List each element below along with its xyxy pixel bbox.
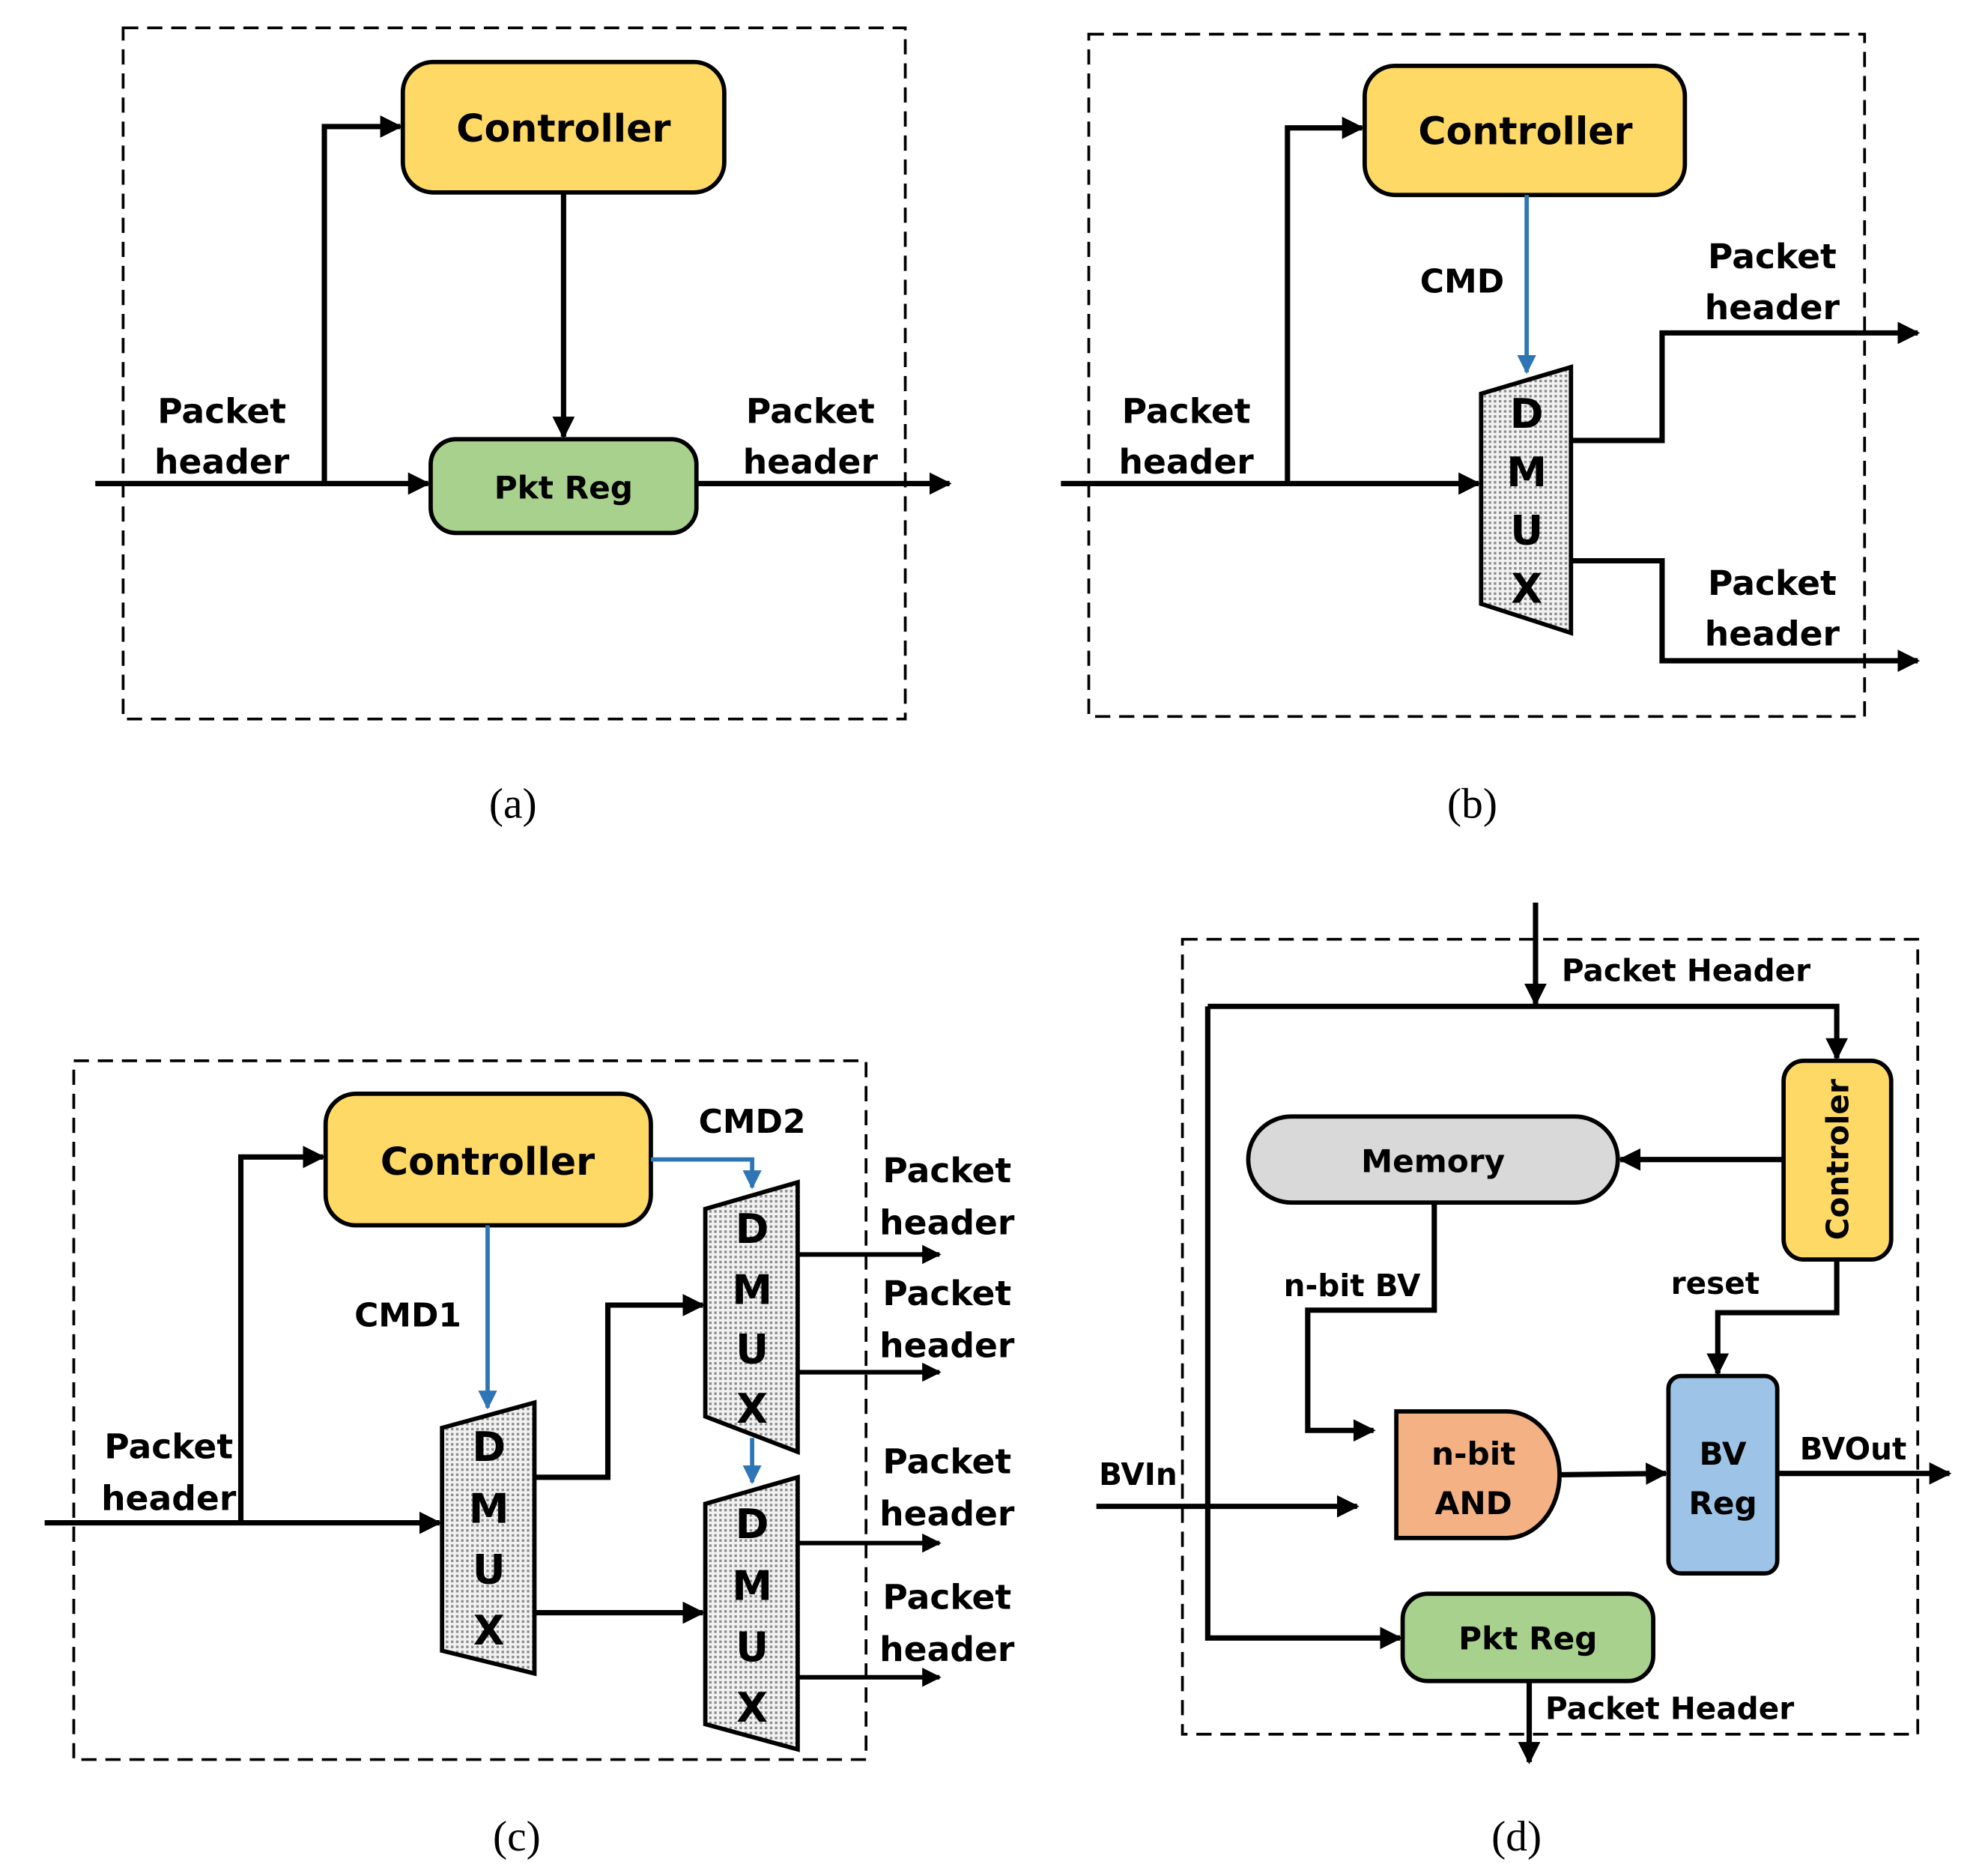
panel-d-bvout-label: BVOut [1800,1431,1907,1467]
panel-d-bvin-label: BVIn [1099,1456,1178,1492]
panel-d-memory-to-and-wire [1305,1202,1437,1442]
panel-b-boundary [1087,32,1867,718]
panel-c-output3-label-line2: header [879,1494,1015,1534]
panel-c-output2-label-line1: Packet [882,1274,1011,1313]
panel-d-caption: (d) [1491,1813,1542,1860]
panel-b-dmux-letter: X [1511,565,1542,612]
panel-a-boundary [121,26,907,721]
panel-a-controller-feed-wire [321,115,403,484]
panel-d-pkt-reg-label: Pkt Reg [1458,1621,1597,1657]
panel-c-dmux-2 [703,1179,800,1456]
panel-b-cmd-label: CMD [1420,262,1504,300]
panel-d-bv-reg-label-line2: Reg [1688,1485,1757,1522]
panel-c-dmux-2-letter: M [732,1266,772,1313]
panel-a-output-label-line2: header [743,442,879,482]
panel-a-input-label-line1: Packet [157,391,286,431]
panel-b-dmux-letter: U [1510,507,1543,554]
panel-c: Controller CMD1 CMD2 D M U X D M U X D M… [44,1059,1015,1860]
panel-c-controller-feed-wire [237,1146,326,1523]
panel-a: Controller Pkt Reg Packet header Packet … [95,26,952,827]
panel-a-pkt-reg-label: Pkt Reg [494,470,633,506]
panel-b-output-wire-2 [1571,557,1921,672]
panel-c-caption: (c) [493,1813,541,1860]
panel-c-cmd2-label: CMD2 [699,1103,806,1141]
panel-c-output1-label-line2: header [879,1202,1015,1242]
panel-b: Controller CMD D M U X Packet header Pac… [1061,32,1921,827]
panel-c-dmux-2-letter: U [736,1326,769,1373]
panel-d-header-bus-to-pkt-reg [1204,1006,1403,1650]
panel-d-and-label-line2: AND [1435,1485,1512,1522]
panel-b-output2-label-line2: header [1705,614,1840,654]
panel-d-bv-reg [1666,1373,1780,1576]
panel-c-controller-label: Controller [381,1140,595,1184]
panel-d-memory-label: Memory [1361,1143,1505,1180]
panel-c-output3-label-line1: Packet [882,1442,1011,1482]
panel-d-header-bus-to-controller [1207,1003,1849,1061]
panel-b-caption: (b) [1447,780,1497,827]
panel-c-dmux-1 [440,1400,537,1677]
panel-d-reset-wire [1706,1259,1840,1376]
panel-d-bv-reg-label-line1: BV [1699,1435,1746,1472]
panel-d-controller-label: Controler [1819,1079,1855,1240]
panel-b-input-label-line2: header [1119,442,1255,482]
panel-c-dmux-1-letter: X [473,1607,505,1654]
panel-a-output-label-line1: Packet [746,391,875,431]
panel-a-input-label-line2: header [154,442,290,482]
panel-c-dmux-3-letter: M [732,1563,772,1610]
panel-c-cmd1-label: CMD1 [354,1297,461,1335]
panel-a-caption: (a) [489,780,537,827]
panel-d: Controler Memory n-bit AND BV Reg Pkt Re… [1096,902,1952,1860]
panel-d-boundary [1181,937,1920,1736]
panel-c-dmux-1-letter: D [472,1423,506,1471]
panel-b-dmux-letters: D M U X [1506,390,1547,612]
panel-c-output2-label-line2: header [879,1325,1015,1365]
panel-d-nbit-bv-label: n-bit BV [1284,1268,1421,1304]
panel-b-output1-label-line2: header [1705,288,1840,327]
panel-b-dmux [1479,364,1574,636]
panel-b-output2-label-line1: Packet [1708,563,1837,603]
panel-c-input-label-line1: Packet [104,1426,233,1466]
panel-b-input-label-line1: Packet [1122,391,1251,431]
panel-d-and-label-line1: n-bit [1431,1435,1516,1472]
panel-c-dmux1-to-dmux2-wire [534,1294,706,1480]
panel-c-dmux-1-letter: M [469,1486,509,1533]
panel-b-output1-label-line1: Packet [1708,237,1837,276]
panel-d-and-to-bv-reg-wire [1560,1462,1668,1485]
panel-d-packet-header-out-label: Packet Header [1545,1690,1794,1726]
panel-c-dmux-1-letter: U [473,1546,506,1594]
panel-c-dmux-2-letter: D [736,1205,769,1253]
panel-c-output1-label-line1: Packet [882,1151,1011,1190]
panel-c-dmux-3 [703,1474,800,1752]
panel-d-and-gate [1394,1409,1562,1540]
panel-a-controller-label: Controller [456,106,670,151]
panel-c-boundary [72,1059,868,1761]
panel-c-dmux-3-letter: D [736,1501,769,1548]
panel-c-input-label-line2: header [101,1479,237,1519]
panel-d-reset-label: reset [1671,1265,1760,1301]
panel-c-cmd2-wire [650,1157,762,1190]
panel-b-dmux-letter: D [1510,390,1544,438]
panel-b-output-wire-1 [1571,321,1921,444]
panel-b-controller-feed-wire [1285,116,1365,484]
panel-c-dmux-3-letter: X [736,1684,768,1731]
panel-c-output4-label-line1: Packet [882,1577,1011,1617]
panel-c-dmux-3-letter: U [736,1624,769,1671]
panel-c-output4-label-line2: header [879,1630,1015,1669]
panel-c-dmux-2-letter: X [736,1385,768,1432]
panel-b-controller-label: Controller [1418,109,1632,154]
panel-b-dmux-letter: M [1506,449,1547,496]
panel-d-packet-header-in-label: Packet Header [1562,952,1810,988]
